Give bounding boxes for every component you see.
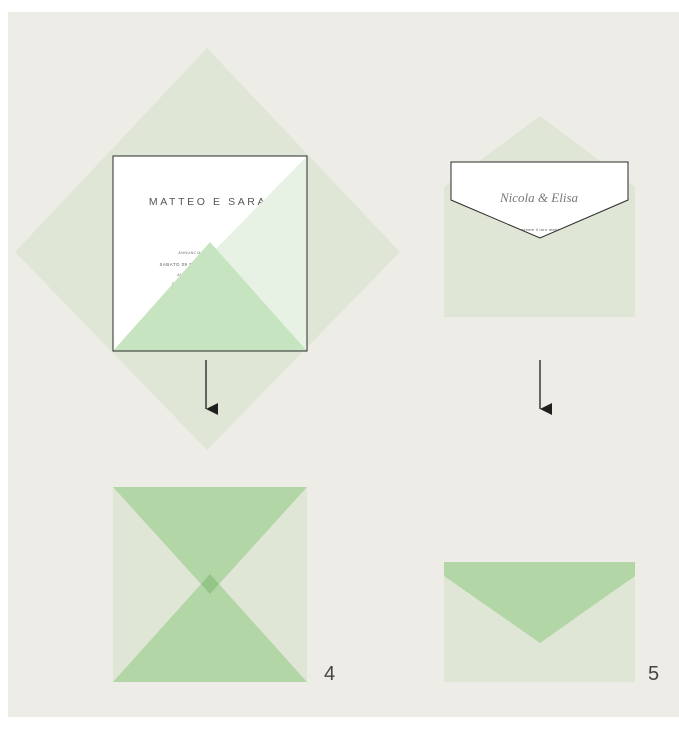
square-envelope-open: MATTEO E SARA ANNUNCIANO SABATO 09 SETTE… [15,48,400,450]
card-title: MATTEO E SARA [149,196,267,208]
square-envelope-closed [113,487,307,682]
card-script-names: Nicola & Elisa [499,190,579,205]
step-number-5: 5 [648,663,659,685]
rect-envelope-open: Nicola & Elisa insieme il loro matrimoni… [444,116,635,317]
step-number-4: 4 [324,663,335,685]
rect-envelope-closed [444,562,635,682]
